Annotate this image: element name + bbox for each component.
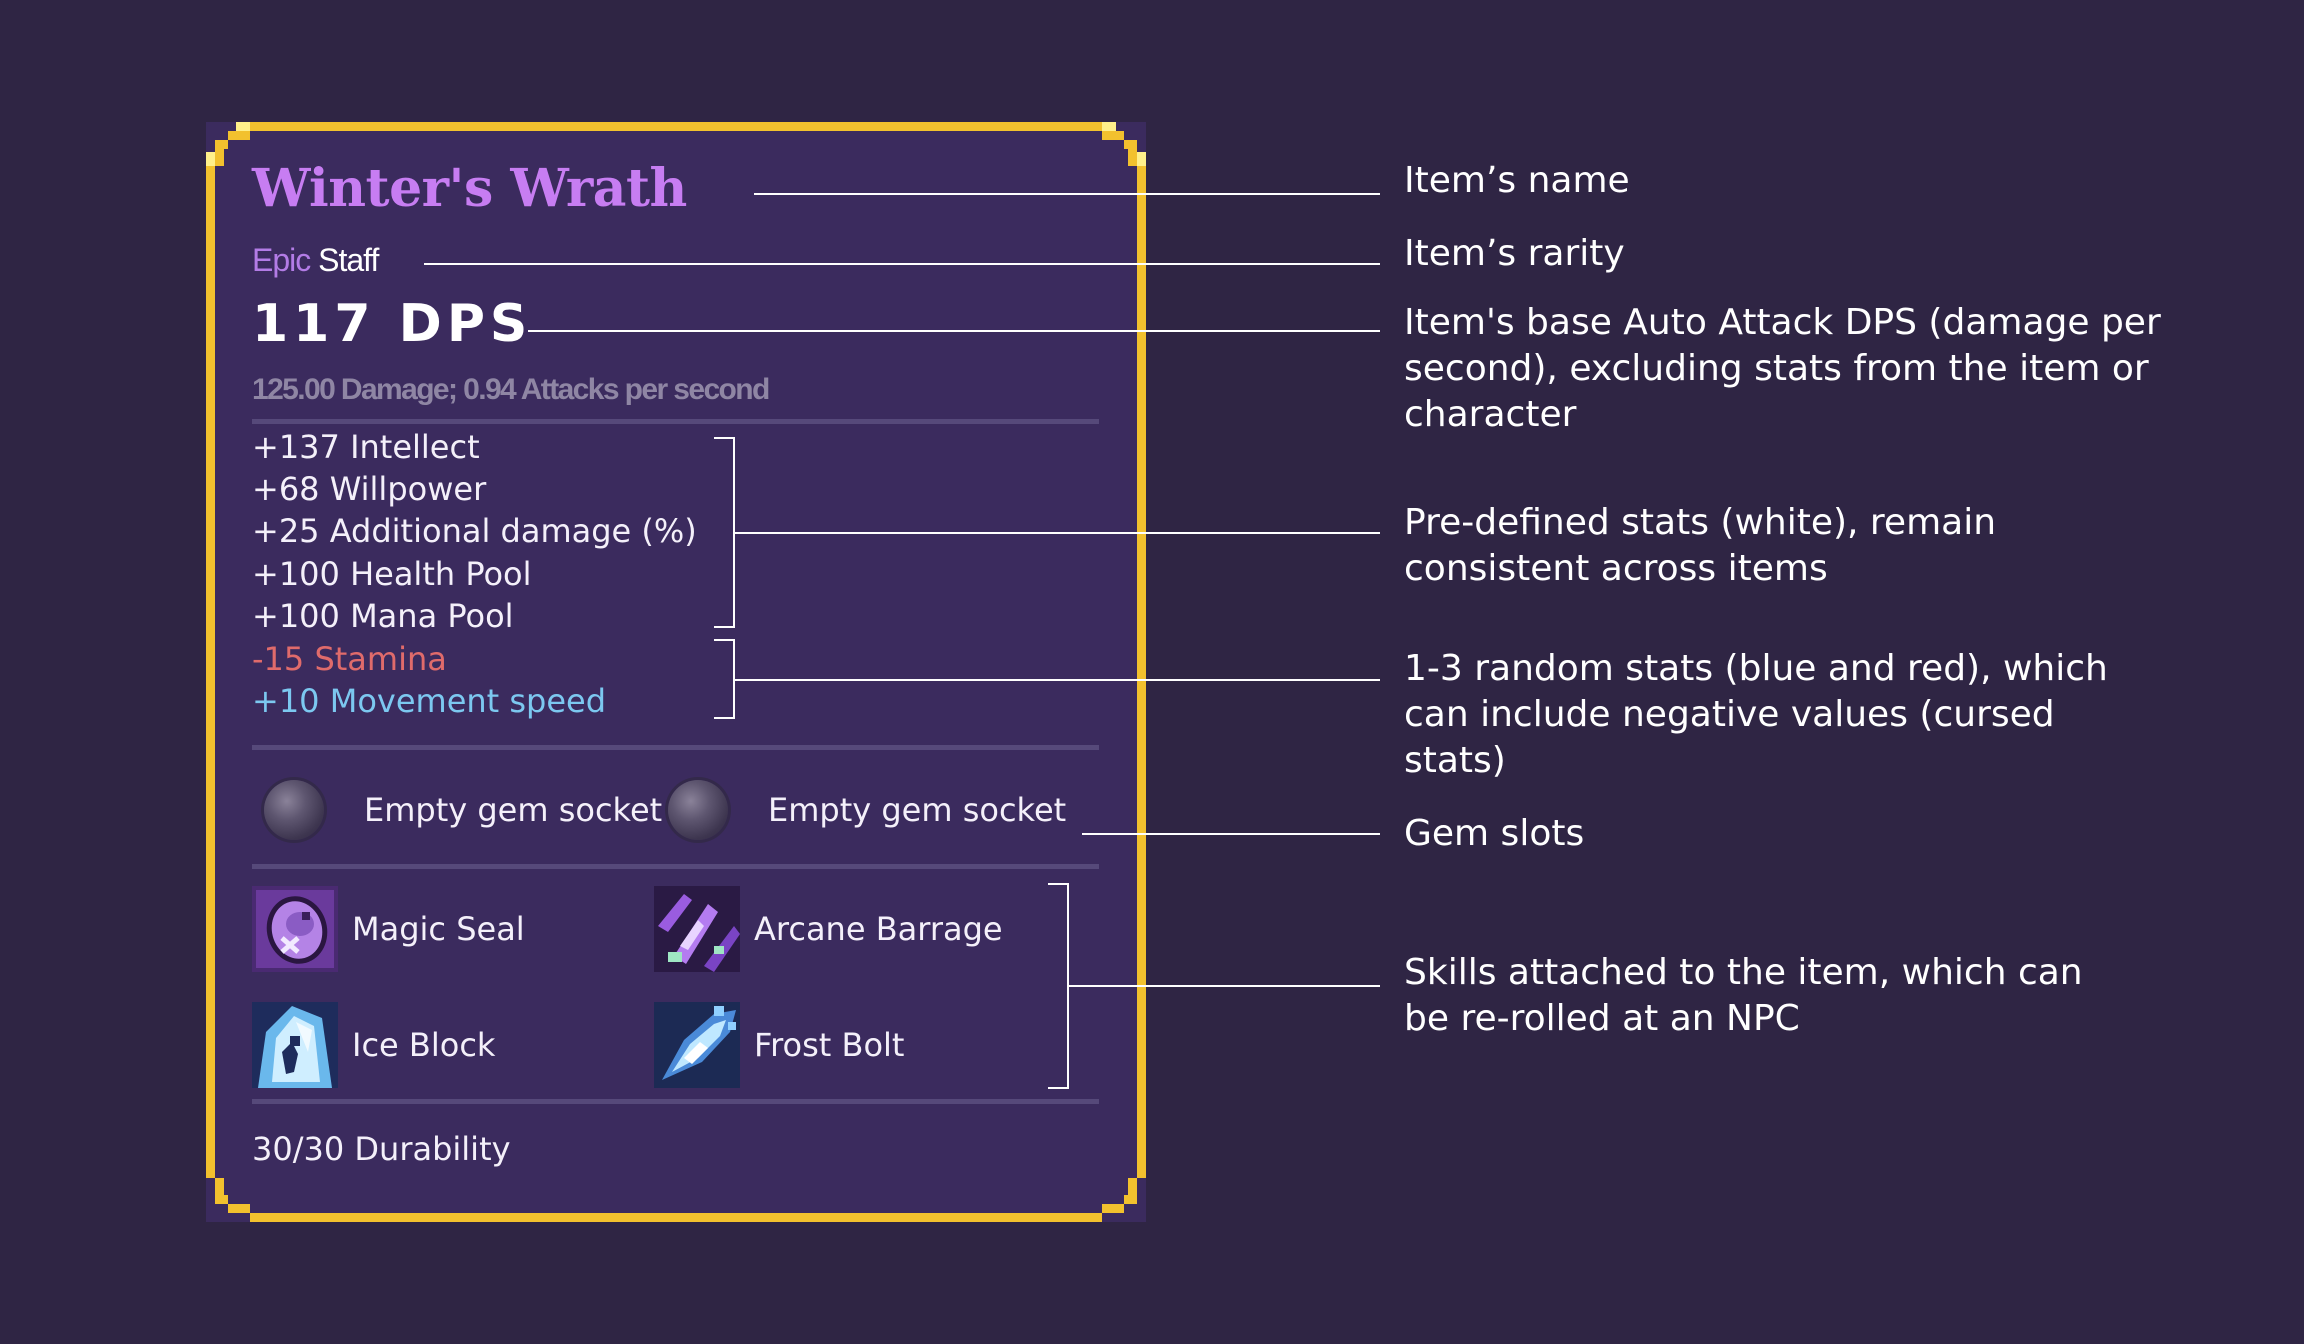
arcane-barrage-icon [654, 886, 740, 972]
stat-movement-speed: +10 Movement speed [252, 682, 607, 720]
divider [252, 1099, 1099, 1104]
gem-socket-label: Empty gem socket [768, 791, 1067, 829]
frost-bolt-icon [654, 1002, 740, 1088]
skill-label: Frost Bolt [754, 1026, 905, 1064]
stat-additional-damage: +25 Additional damage (%) [252, 512, 697, 550]
empty-gem-icon [264, 780, 324, 840]
divider [252, 864, 1099, 869]
item-rarity-line: Epic Staff [252, 242, 379, 279]
ice-block-icon [252, 1002, 338, 1088]
skill-label: Arcane Barrage [754, 910, 1003, 948]
divider [252, 745, 1099, 750]
skill-frost-bolt[interactable]: Frost Bolt [654, 1002, 904, 1088]
stat-stamina-negative: -15 Stamina [252, 640, 447, 678]
skill-label: Ice Block [352, 1026, 496, 1064]
gem-socket-1[interactable]: Empty gem socket [264, 780, 662, 840]
annotation-random-stats: 1-3 random stats (blue and red), which c… [1404, 648, 2108, 781]
annotation-name: Item’s name [1404, 160, 1630, 201]
annotation-gem-slots: Gem slots [1404, 813, 1585, 854]
empty-gem-icon [668, 780, 728, 840]
item-dps: 117 DPS [252, 294, 533, 354]
item-type: Staff [318, 242, 379, 278]
stat-health-pool: +100 Health Pool [252, 555, 532, 593]
magic-seal-icon [252, 886, 338, 972]
item-name: Winter's Wrath [252, 158, 687, 219]
annotation-dps: Item's base Auto Attack DPS (damage per … [1404, 302, 2161, 435]
skill-ice-block[interactable]: Ice Block [252, 1002, 495, 1088]
annotation-skills: Skills attached to the item, which can b… [1404, 952, 2083, 1039]
stat-intellect: +137 Intellect [252, 428, 480, 466]
item-durability: 30/30 Durability [252, 1130, 511, 1168]
skill-arcane-barrage[interactable]: Arcane Barrage [654, 886, 1003, 972]
skill-label: Magic Seal [352, 910, 525, 948]
damage-detail: 125.00 Damage; 0.94 Attacks per second [252, 373, 770, 406]
annotation-predefined-stats: Pre-defined stats (white), remain consis… [1404, 502, 1997, 589]
annotation-rarity: Item’s rarity [1404, 233, 1625, 274]
stat-mana-pool: +100 Mana Pool [252, 597, 514, 635]
skill-magic-seal[interactable]: Magic Seal [252, 886, 525, 972]
divider [252, 419, 1099, 424]
stat-willpower: +68 Willpower [252, 470, 487, 508]
gem-socket-label: Empty gem socket [364, 791, 663, 829]
item-rarity: Epic [252, 242, 311, 278]
gem-socket-2[interactable]: Empty gem socket [668, 780, 1066, 840]
